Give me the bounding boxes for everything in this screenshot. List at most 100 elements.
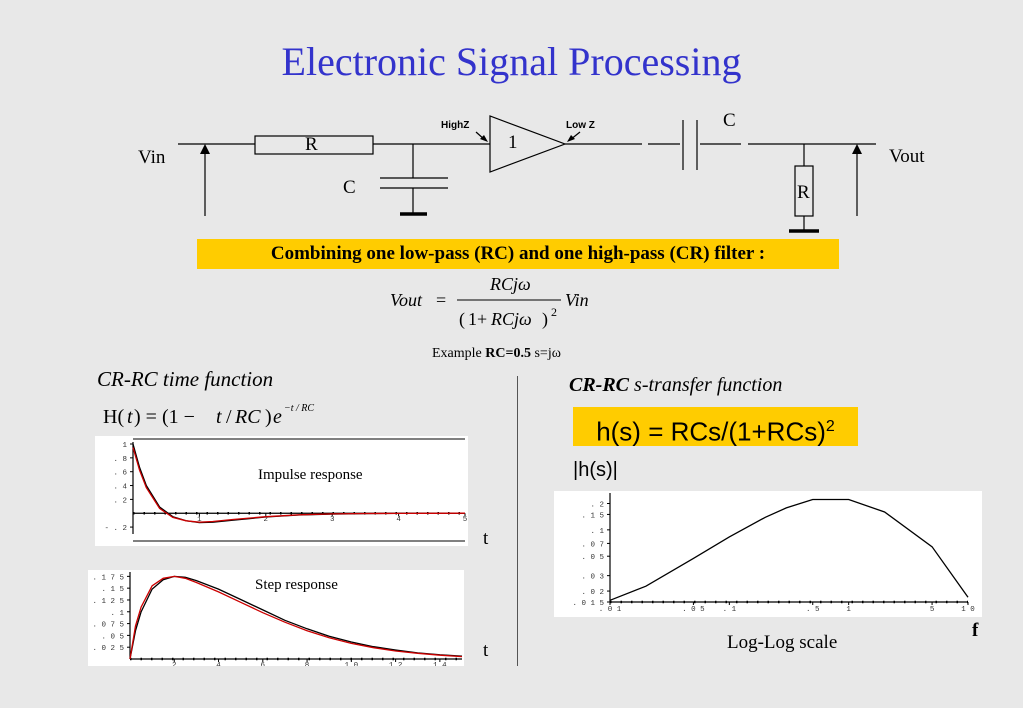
impulse-response-label: Impulse response bbox=[258, 467, 363, 483]
gain-label: 1 bbox=[508, 132, 518, 153]
x-tick-label: 1 2 bbox=[389, 662, 403, 666]
svg-text:e: e bbox=[273, 406, 282, 428]
x-tick-label: . 5 bbox=[806, 606, 820, 614]
vin-label: Vin bbox=[138, 147, 166, 168]
buffer-amplifier bbox=[489, 115, 567, 173]
svg-text:RCjω: RCjω bbox=[489, 274, 531, 294]
x-tick-label: 1 bbox=[846, 606, 851, 614]
time-function-equation: H( t ) = (1 − t / RC ) e −t / RC bbox=[103, 403, 314, 428]
resistor-r1-label: R bbox=[305, 134, 318, 155]
example-line: Example RC=0.5 s=jω bbox=[432, 346, 561, 362]
y-tick-label: - . 2 bbox=[104, 525, 127, 533]
svg-text:Vin: Vin bbox=[565, 290, 589, 310]
x-tick-label: 3 bbox=[330, 516, 335, 524]
resistor-r2-label: R bbox=[797, 182, 810, 203]
capacitor-c2-label: C bbox=[723, 110, 736, 131]
impulse-response-plot: - . 2 . 2 . 4 . 6 . 8 1 1 2 3 4 5 bbox=[95, 436, 468, 546]
x-tick-label: 4 bbox=[396, 516, 401, 524]
y-tick-label: . 0 1 5 bbox=[572, 600, 604, 608]
impulse-t-label: t bbox=[483, 528, 489, 549]
svg-text:(: ( bbox=[459, 309, 465, 330]
y-tick-label: . 8 bbox=[113, 456, 127, 464]
loglog-scale-label: Log-Log scale bbox=[727, 632, 838, 653]
example-s: s=jω bbox=[530, 346, 561, 361]
y-tick-label: . 0 3 bbox=[581, 574, 604, 582]
step-response-plot: . 0 2 5 . 0 5 . 0 7 5 . 1 . 1 2 5 . 1 5 . 1 7 … bbox=[88, 570, 464, 666]
right-title-bold: CR-RC bbox=[569, 374, 630, 396]
transfer-function-loglog-plot: . 0 1 5 . 0 2 . 0 3 . 0 5 . 0 7 . 1 . 1 5 . 2 . … bbox=[554, 491, 982, 617]
svg-text:RCjω: RCjω bbox=[490, 309, 532, 329]
y-tick-label: . 1 bbox=[590, 528, 604, 536]
right-title-rest: s-transfer function bbox=[629, 374, 783, 396]
x-tick-label: 5 bbox=[930, 606, 935, 614]
column-divider bbox=[517, 376, 518, 666]
vout-equation: Vout = RCjω ( 1+ RCjω ) 2 Vin bbox=[390, 274, 589, 330]
capacitor-c1-label: C bbox=[343, 177, 356, 198]
svg-text:t: t bbox=[216, 406, 222, 428]
x-tick-label: . 0 1 bbox=[599, 606, 622, 614]
svg-text:1+: 1+ bbox=[468, 309, 487, 329]
svg-text:t: t bbox=[127, 406, 133, 428]
x-tick-label: . 0 5 bbox=[682, 606, 705, 614]
resistor-r1 bbox=[254, 135, 374, 155]
x-tick-label: 1 4 bbox=[433, 662, 447, 666]
y-tick-label: . 0 7 5 bbox=[92, 622, 124, 630]
y-tick-label: . 0 2 5 bbox=[92, 645, 124, 653]
transfer-function-box: h(s) = RCs/(1+RCs)2 bbox=[573, 407, 858, 447]
y-tick-label: . 0 7 bbox=[581, 541, 604, 549]
svg-text:=: = bbox=[436, 290, 446, 310]
y-tick-label: . 4 bbox=[113, 484, 127, 492]
series-line-1 bbox=[129, 575, 463, 660]
x-tick-label: 8 bbox=[305, 662, 310, 666]
transfer-function-exponent: 2 bbox=[825, 418, 835, 435]
example-rc: RC=0.5 bbox=[485, 346, 531, 361]
x-tick-label: 5 bbox=[463, 516, 468, 524]
y-tick-label: . 1 bbox=[110, 610, 124, 618]
left-column-title: CR-RC time function bbox=[97, 367, 274, 391]
y-tick-label: . 0 5 bbox=[581, 554, 604, 562]
circuit-diagram bbox=[178, 115, 876, 233]
svg-text:H(: H( bbox=[103, 406, 124, 428]
y-tick-label: . 1 2 5 bbox=[92, 598, 124, 606]
svg-text:Vout: Vout bbox=[390, 290, 423, 310]
y-tick-label: . 0 2 bbox=[581, 589, 604, 597]
lowz-label: Low Z bbox=[566, 120, 595, 131]
right-column-title: CR-RC s-transfer function bbox=[569, 374, 782, 397]
step-response-label: Step response bbox=[255, 577, 338, 593]
vout-label: Vout bbox=[889, 146, 925, 167]
x-tick-label: 2 bbox=[172, 662, 177, 666]
svg-text:) = (1 −: ) = (1 − bbox=[134, 406, 195, 428]
x-tick-label: 2 bbox=[264, 516, 269, 524]
svg-text:−t / RC: −t / RC bbox=[284, 403, 314, 414]
x-tick-label: . 1 bbox=[723, 606, 737, 614]
x-tick-label: 1 0 bbox=[345, 662, 359, 666]
series-line-0 bbox=[129, 575, 463, 660]
y-tick-label: . 1 5 bbox=[581, 512, 604, 520]
series-line-0 bbox=[609, 498, 969, 601]
step-t-label: t bbox=[483, 640, 489, 661]
y-tick-label: 1 bbox=[122, 442, 127, 450]
series-line-1 bbox=[132, 447, 466, 523]
svg-text:/: / bbox=[226, 406, 232, 428]
svg-text:): ) bbox=[542, 309, 548, 330]
svg-text:RC: RC bbox=[234, 406, 261, 428]
y-tick-label: . 1 5 bbox=[101, 586, 124, 594]
svg-text:2: 2 bbox=[551, 305, 557, 319]
transfer-function-formula: h(s) = RCs/(1+RCs) bbox=[596, 416, 826, 447]
y-tick-label: . 1 7 5 bbox=[92, 574, 124, 582]
y-tick-label: . 2 bbox=[113, 497, 127, 505]
y-tick-label: . 2 bbox=[590, 501, 604, 509]
page-title: Electronic Signal Processing bbox=[281, 39, 742, 84]
y-tick-label: . 6 bbox=[113, 470, 127, 478]
x-tick-label: 4 bbox=[216, 662, 221, 666]
svg-text:): ) bbox=[265, 406, 272, 428]
abs-h-label: |h(s)| bbox=[573, 459, 618, 481]
filter-banner: Combining one low-pass (RC) and one high… bbox=[197, 239, 839, 269]
highz-label: HighZ bbox=[441, 120, 470, 131]
example-prefix: Example bbox=[432, 346, 486, 361]
y-tick-label: . 0 5 bbox=[101, 633, 124, 641]
x-tick-label: 6 bbox=[261, 662, 266, 666]
x-tick-label: 1 0 bbox=[961, 606, 975, 614]
f-label: f bbox=[972, 620, 979, 641]
x-tick-label: 1 bbox=[197, 516, 202, 524]
